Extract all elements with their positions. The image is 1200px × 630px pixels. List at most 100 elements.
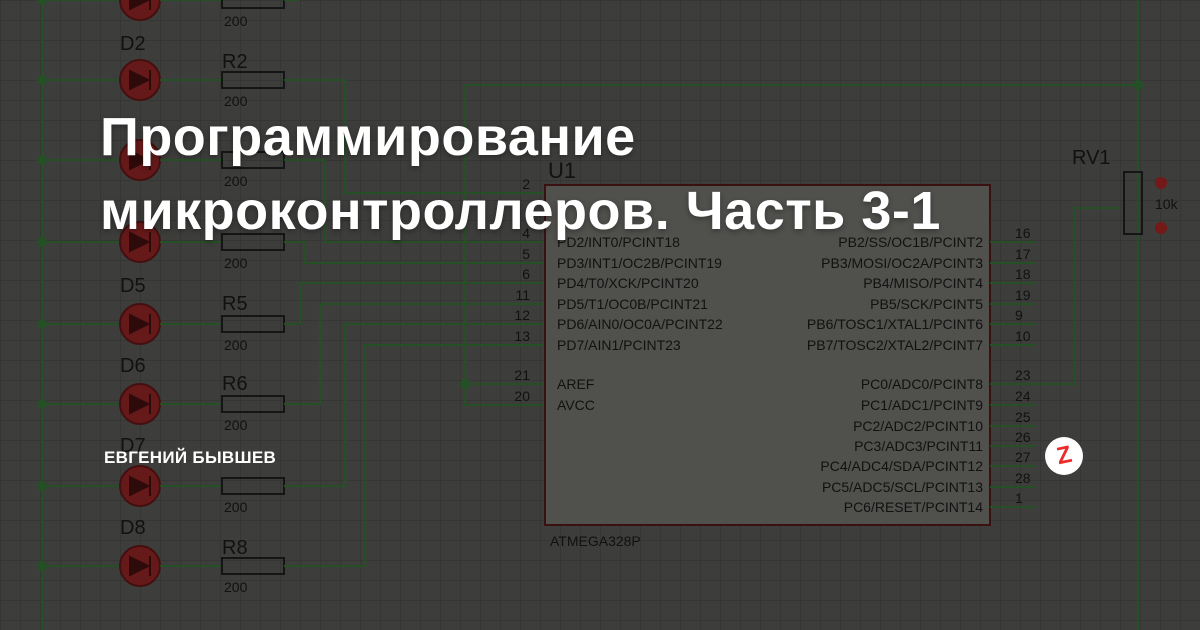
zen-logo-icon: Z (1045, 437, 1083, 475)
resistor-value-label: 200 (224, 13, 248, 29)
pin-label: PD7/AIN1/PCINT23 (557, 337, 681, 353)
wire (300, 323, 545, 487)
pin-label: PC6/RESET/PCINT14 (844, 499, 983, 515)
resistor-value-label: 200 (224, 417, 248, 433)
junction-dot (460, 379, 470, 389)
wire (300, 79, 545, 194)
pin-label: PB6/TOSC1/XTAL1/PCINT6 (807, 316, 983, 332)
pin-label: AVCC (557, 397, 595, 413)
junction-dot (37, 237, 47, 247)
led-symbol-icon (129, 475, 151, 497)
wire (300, 241, 545, 264)
diode-ref-label: D5 (120, 275, 146, 297)
led-symbol-icon (129, 0, 151, 11)
potentiometer-body (1123, 171, 1143, 235)
article-title: Программирование микроконтроллеров. Част… (100, 100, 1140, 248)
pin-number: 1 (1015, 490, 1023, 506)
junction-dot (37, 319, 47, 329)
led-symbol-icon (129, 69, 151, 91)
pin-number: 25 (1015, 409, 1031, 425)
chip-part-label: ATMEGA328P (550, 533, 641, 549)
chip-body (544, 184, 991, 526)
diode-ref-label: D7 (120, 435, 146, 457)
pin-number: 12 (514, 307, 530, 323)
pin-number: 16 (1015, 225, 1031, 241)
pin-label: PC5/ADC5/SCL/PCINT13 (822, 479, 983, 495)
pin-label: PD3/INT1/OC2B/PCINT19 (557, 255, 722, 271)
author-name: ЕВГЕНИЙ БЫВШЕВ (104, 448, 277, 467)
pot-terminal-icon (1155, 177, 1167, 189)
resistor-value-label: 200 (224, 337, 248, 353)
led-symbol-icon (129, 393, 151, 415)
pin-label: PD6/AIN0/OC0A/PCINT22 (557, 316, 723, 332)
pin-label: PB5/SCK/PCINT5 (870, 296, 983, 312)
pin-label: PB2/SS/OC1B/PCINT2 (838, 234, 983, 250)
article-title-line-1: Программирование (100, 107, 636, 167)
pin-label: PC3/ADC3/PCINT11 (854, 438, 983, 454)
diode-ref-label: D2 (120, 33, 146, 55)
pin-number: 11 (515, 287, 530, 303)
pin-label: PC4/ADC4/SDA/PCINT12 (820, 458, 983, 474)
pot-ref-label: RV1 (1072, 147, 1111, 169)
pin-label: PB3/MOSI/OC2A/PCINT3 (821, 255, 983, 271)
wire (990, 207, 1120, 385)
wire (300, 344, 545, 567)
pin-label: PC0/ADC0/PCINT8 (861, 376, 983, 392)
pin-label: AREF (557, 376, 594, 392)
pin-number: 10 (1015, 328, 1031, 344)
resistor-value-label: 200 (224, 499, 248, 515)
pin-number: 9 (1015, 307, 1023, 323)
junction-dot (1133, 80, 1143, 90)
article-title-line-2: микроконтроллеров. Часть 3-1 (100, 181, 941, 241)
wire (464, 85, 545, 406)
wire (300, 159, 545, 243)
pin-number: 4 (522, 225, 530, 241)
diode-ref-label: D6 (120, 355, 146, 377)
pin-number: 13 (514, 328, 530, 344)
junction-dot (37, 481, 47, 491)
pin-number: 19 (1015, 287, 1031, 303)
pin-label: PB4/MISO/PCINT4 (863, 275, 983, 291)
pin-number: 2 (522, 176, 530, 192)
resistor-ref-label: R2 (222, 51, 248, 73)
pin-number: 17 (1015, 246, 1031, 262)
pin-number: 26 (1015, 429, 1031, 445)
pin-number: 20 (514, 388, 530, 404)
junction-dot (37, 75, 47, 85)
zen-logo-letter: Z (1053, 440, 1074, 471)
resistor-value-label: 200 (224, 173, 248, 189)
pin-number: 5 (522, 246, 530, 262)
resistor-body (221, 0, 285, 9)
pin-label: PD2/INT0/PCINT18 (557, 234, 680, 250)
junction-dot (37, 399, 47, 409)
pin-number: 21 (514, 367, 530, 383)
led-symbol-icon (129, 313, 151, 335)
chip-ref-label: U1 (548, 158, 576, 183)
junction-dot (37, 561, 47, 571)
pin-number: 24 (1015, 388, 1031, 404)
pot-terminal-icon (1155, 222, 1167, 234)
pin-number: 23 (1015, 367, 1031, 383)
pin-label: PD4/T0/XCK/PCINT20 (557, 275, 699, 291)
led-symbol-icon (129, 149, 151, 171)
pin-label: PD5/T1/OC0B/PCINT21 (557, 296, 708, 312)
pin-number: 28 (1015, 470, 1031, 486)
resistor-value-label: 200 (224, 579, 248, 595)
wire (299, 282, 545, 324)
resistor-value-label: 200 (224, 93, 248, 109)
resistor-ref-label: R8 (222, 537, 248, 559)
pin-label: PC1/ADC1/PCINT9 (861, 397, 983, 413)
pin-label: PC2/ADC2/PCINT10 (853, 418, 983, 434)
led-symbol-icon (129, 231, 151, 253)
pot-value-label: 10k (1155, 196, 1179, 212)
pin-number: 27 (1015, 449, 1031, 465)
junction-dot (37, 155, 47, 165)
pin-number: 18 (1015, 266, 1031, 282)
junction-dot (37, 0, 47, 5)
pin-label: PB7/TOSC2/XTAL2/PCINT7 (807, 337, 983, 353)
wire (300, 303, 545, 405)
diode-ref-label: D8 (120, 517, 146, 539)
pin-number: 6 (522, 266, 530, 282)
resistor-value-label: 200 (224, 255, 248, 271)
